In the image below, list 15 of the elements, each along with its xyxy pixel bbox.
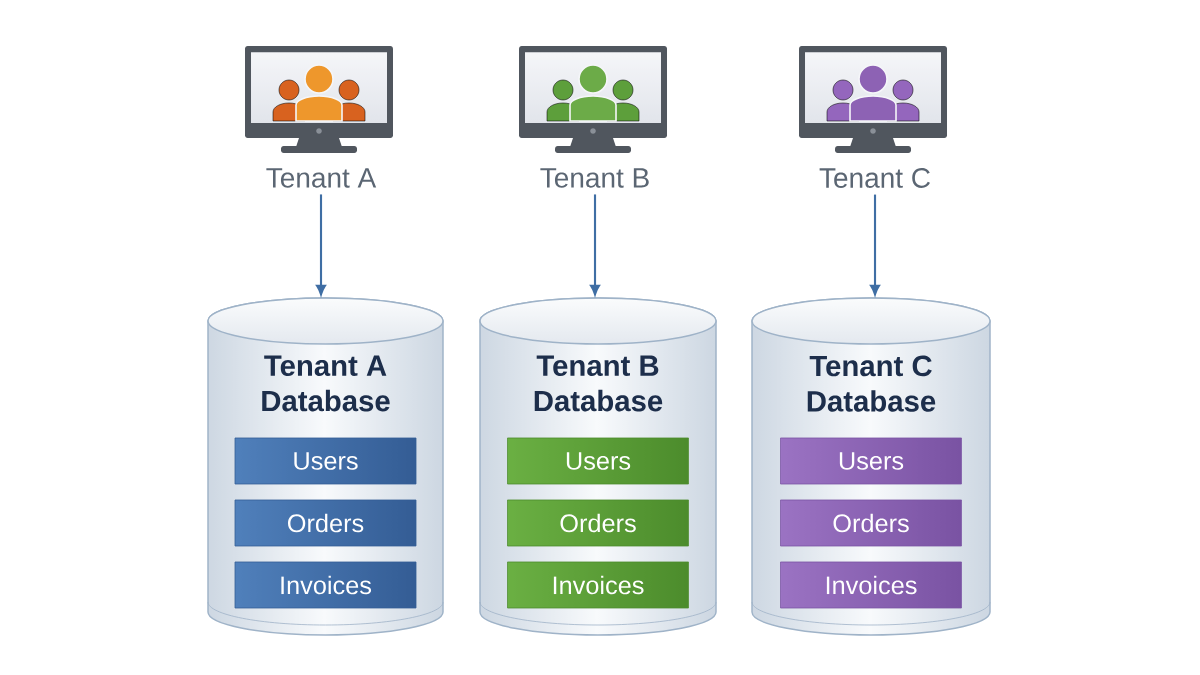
arrow <box>590 194 600 296</box>
table-box: Invoices <box>507 561 689 609</box>
table-box: Orders <box>507 499 689 547</box>
table-box: Users <box>234 437 417 485</box>
table-box: Orders <box>780 499 962 547</box>
arrow <box>316 194 326 296</box>
arrow <box>870 194 881 296</box>
table-box: Invoices <box>780 561 962 609</box>
tenant-label: Tenant B <box>540 168 649 188</box>
tenant-label: Tenant A <box>266 168 377 188</box>
table-box: Users <box>780 437 962 485</box>
table-box: Orders <box>234 499 417 547</box>
table-box: Users <box>507 437 689 485</box>
tenant-label: Tenant C <box>819 168 930 188</box>
table-box: Invoices <box>234 561 417 609</box>
